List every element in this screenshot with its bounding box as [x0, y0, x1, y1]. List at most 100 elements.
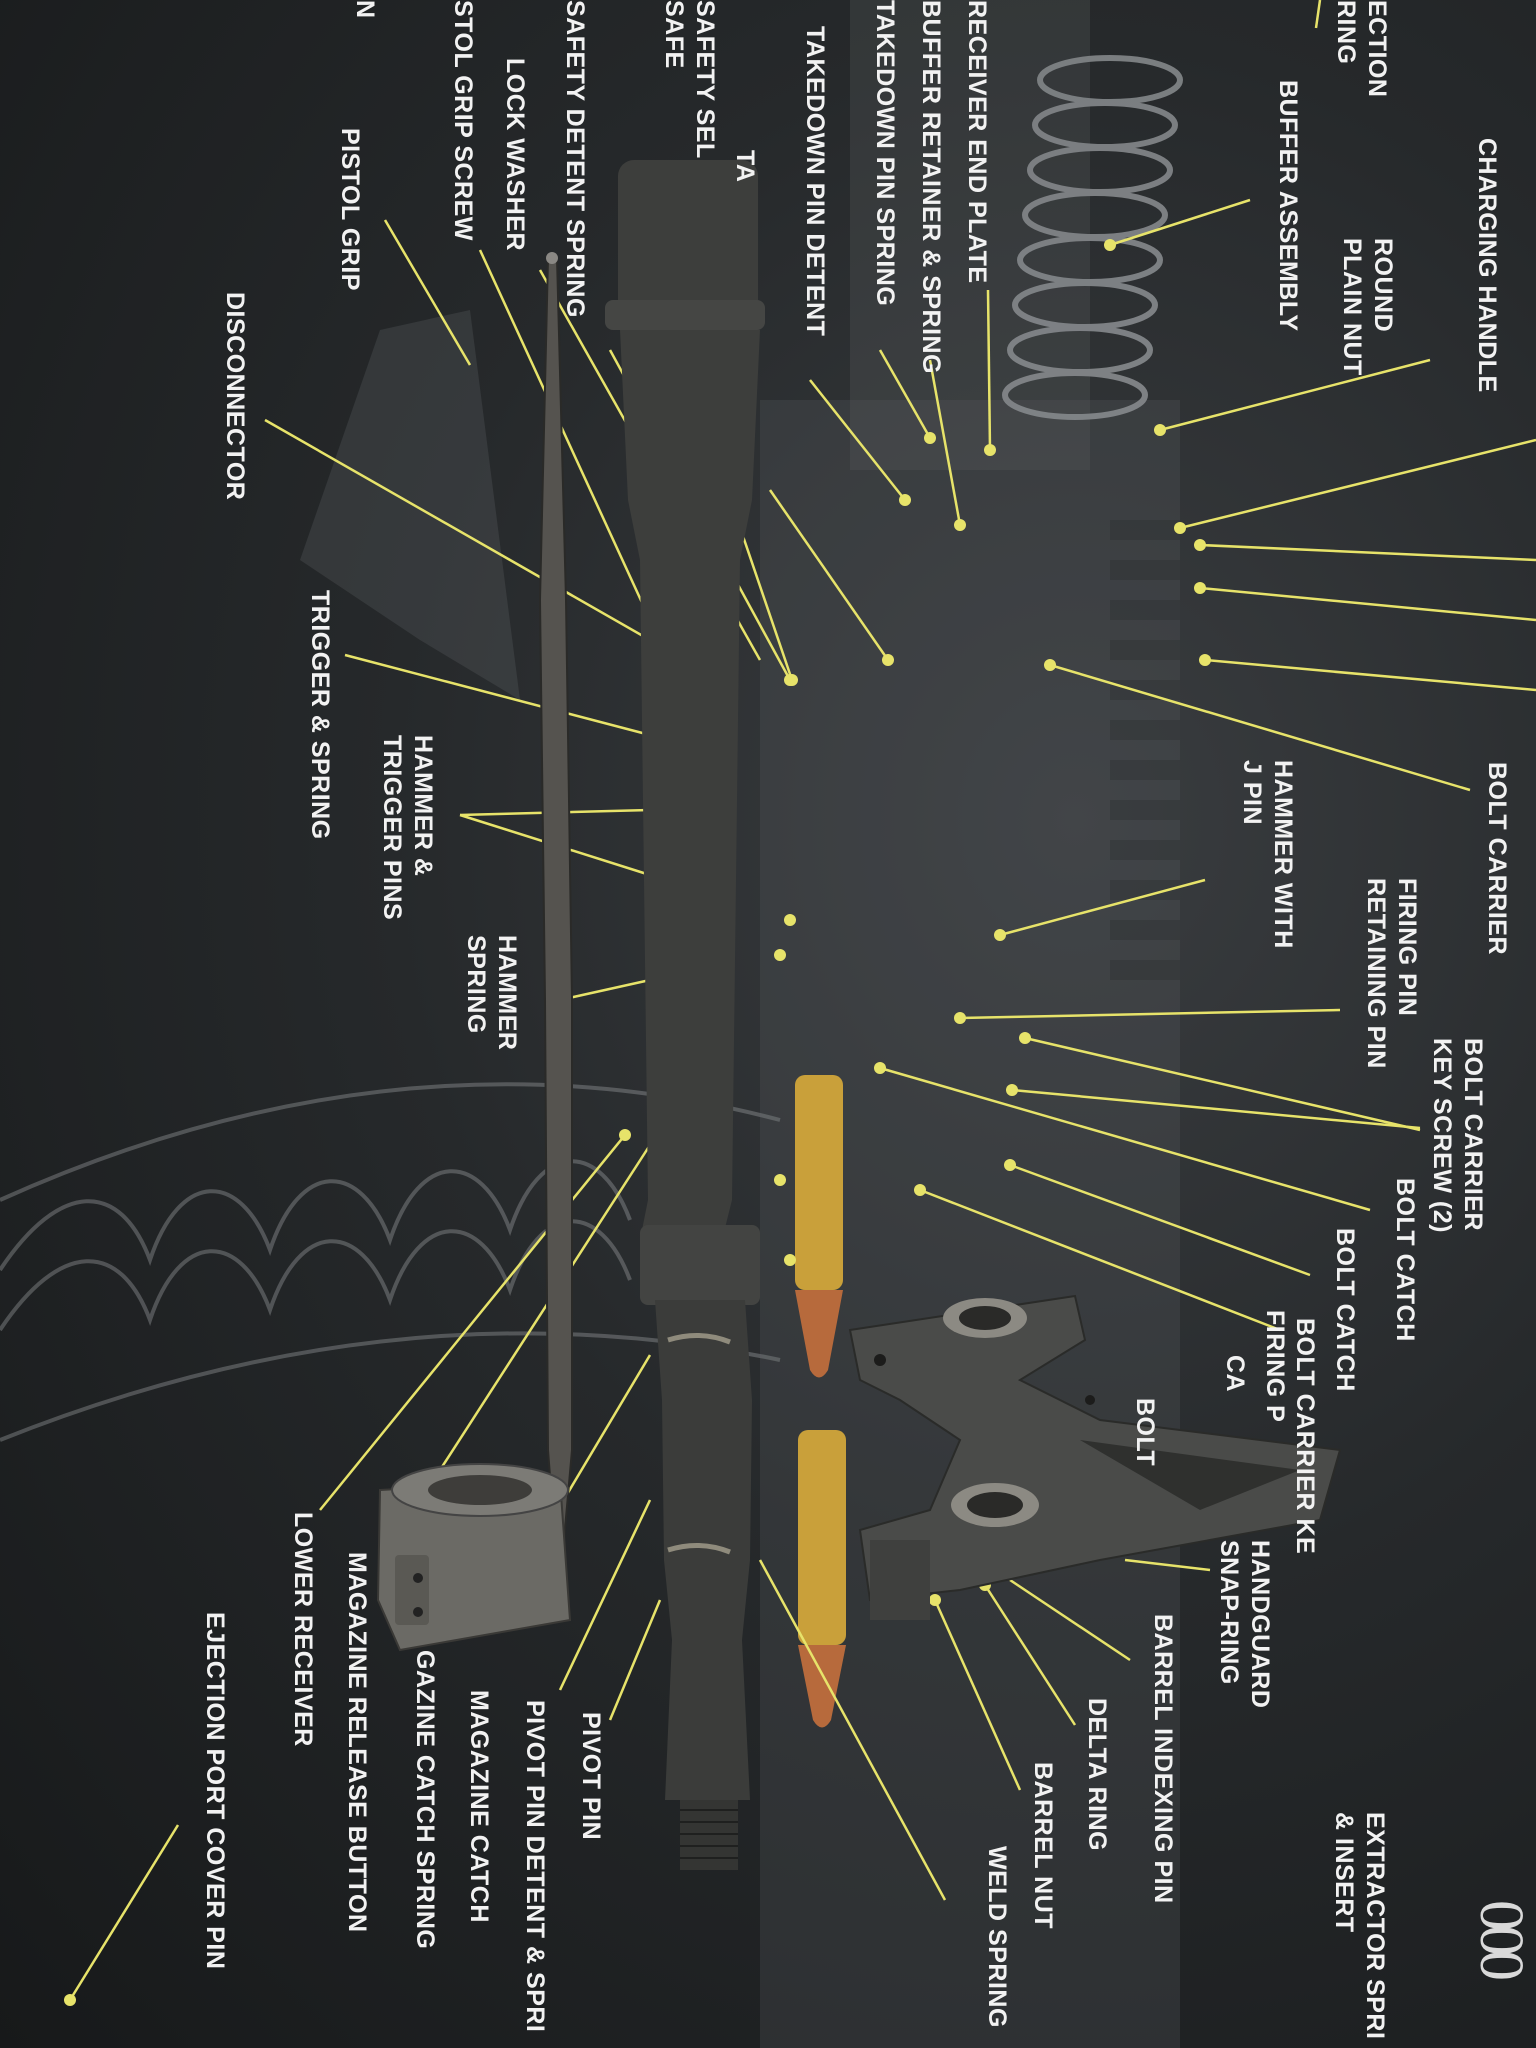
mat-label-line: MAGAZINE RELEASE BUTTON [343, 1552, 371, 1933]
mat-rail [1110, 520, 1180, 980]
mat-label-line: TA [731, 150, 759, 183]
mat-label-line: PISTOL GRIP [336, 128, 364, 291]
mat-label-line: SAFETY SEL [691, 0, 719, 159]
mat-label-line: RETAINING PIN [1362, 878, 1390, 1069]
mat-label-line: GAZINE CATCH SPRING [411, 1650, 439, 1950]
cartridge-1 [795, 1075, 843, 1290]
mat-label-line: BOLT CATCH [1391, 1178, 1419, 1342]
mat-label-line: TAKEDOWN PIN DETENT [801, 26, 829, 337]
mat-signature: 000 [1467, 1900, 1535, 1975]
mat-buffer-tube [850, 0, 1090, 470]
mat-label-weld-spring: WELD SPRING [981, 1846, 1012, 2028]
mat-label-line: WELD SPRING [983, 1846, 1011, 2028]
mat-label-magazine-catch: MAGAZINE CATCH [463, 1690, 494, 1923]
mat-label-line: HAMMER WITH [1269, 760, 1297, 949]
mat-label-line: EXTRACTOR SPRI [1361, 1812, 1389, 2040]
mat-label-line: BOLT CARRIER [1459, 1038, 1487, 1232]
gas-tube [538, 257, 573, 1559]
mat-label-line: MAGAZINE CATCH [465, 1690, 493, 1923]
mat-label-line: J PIN [1238, 760, 1266, 826]
gas-tube-tip [546, 252, 558, 264]
mat-label-line: HAMMER & [409, 735, 437, 877]
mat-label-line: PIVOT PIN DETENT & SPRI [521, 1700, 549, 2033]
mat-label-line: RECEIVER END PLATE [963, 0, 991, 284]
mat-label-pivot-pin-detent: PIVOT PIN DETENT & SPRI [519, 1700, 550, 2032]
bullet-2 [798, 1645, 846, 1728]
mat-label-buffer-assembly: BUFFER ASSEMBLY [1272, 80, 1303, 332]
mat-label-line: BOLT CATCH [1331, 1228, 1359, 1392]
mat-label-line: BOLT CARRIER [1483, 762, 1511, 956]
mat-label-line: LOWER RECEIVER [289, 1512, 317, 1747]
mat-label-ejection-port-cover-pin: EJECTION PORT COVER PIN [199, 1612, 230, 1969]
mat-label-pistol-grip-screw: STOL GRIP SCREW [447, 0, 478, 241]
mat-label-delta-ring: DELTA RING [1081, 1698, 1112, 1851]
mat-label-line: TRIGGER & SPRING [306, 590, 334, 840]
mat-label-mat-n: N [349, 0, 380, 19]
mat-label-line: TAKEDOWN PIN SPRING [871, 0, 899, 307]
mat-label-line: DELTA RING [1083, 1698, 1111, 1852]
mat-label-line: DISCONNECTOR [221, 292, 249, 501]
mat-label-bolt-carrier-key: BOLT CARRIER KE [1289, 1318, 1320, 1554]
mat-label-lock-washer: LOCK WASHER [499, 58, 530, 251]
mat-label-bolt-catch-2: BOLT CATCH [1329, 1228, 1360, 1392]
mat-label-line: SAFE [660, 0, 688, 69]
mat-label-line: BOLT CARRIER KE [1291, 1318, 1319, 1555]
mat-label-line: BUFFER ASSEMBLY [1274, 80, 1302, 332]
mat-label-line: KEY SCREW (2) [1428, 1038, 1456, 1233]
mat-label-cam-pin: CA [1219, 1355, 1250, 1392]
mat-label-line: STOL GRIP SCREW [449, 0, 477, 241]
mat-label-line: SPRING [462, 935, 490, 1034]
mat-label-receiver-end-plate: RECEIVER END PLATE [961, 0, 992, 284]
mat-label-buffer-retainer: BUFFER RETAINER & SPRING [915, 0, 946, 374]
mat-label-hammer-trigger-pins: HAMMER &TRIGGER PINS [376, 735, 438, 920]
leader-lines [68, 0, 1536, 2001]
mat-label-line: SAFETY DETENT SPRING [561, 0, 589, 318]
mat-label-extractor-spring: EXTRACTOR SPRI& INSERT [1328, 1812, 1390, 2039]
mat-label-bolt-carrier: BOLT CARRIER [1481, 762, 1512, 955]
mat-label-line: HAMMER [493, 935, 521, 1051]
mat-label-line: EJECTION PORT COVER PIN [201, 1612, 229, 1970]
mat-label-takedown-partial: TA [729, 150, 760, 182]
mat-label-lower-receiver: LOWER RECEIVER [287, 1512, 318, 1747]
mat-label-line: BUFFER RETAINER & SPRING [917, 0, 945, 375]
mat-label-safety-detent-spring: SAFETY DETENT SPRING [559, 0, 590, 318]
mat-label-disconnector: DISCONNECTOR [219, 292, 250, 500]
mat-label-takedown-pin-detent: TAKEDOWN PIN DETENT [799, 26, 830, 336]
mat-label-line: BARREL NUT [1029, 1762, 1057, 1930]
mat-label-line: LOCK WASHER [501, 58, 529, 251]
cartridges [795, 1075, 846, 1728]
mat-label-line: FIRING P [1261, 1310, 1289, 1423]
mat-label-line: FIRING PIN [1393, 878, 1421, 1017]
mat-label-charging-handle: CHARGING HANDLE [1471, 138, 1502, 393]
mat-label-line: PLAIN NUT [1338, 238, 1366, 376]
mat-label-line: RING [1332, 0, 1360, 65]
mat-label-bolt: BOLT [1129, 1398, 1160, 1466]
mat-label-takedown-pin-spring: TAKEDOWN PIN SPRING [869, 0, 900, 306]
mat-label-pistol-grip: PISTOL GRIP [334, 128, 365, 291]
mat-pistol-grip [300, 310, 520, 700]
mat-label-line: & INSERT [1330, 1812, 1358, 1933]
mat-label-line: TRIGGER PINS [378, 735, 406, 921]
mat-label-line: CA [1221, 1355, 1249, 1393]
front-sight-base [848, 1294, 1342, 1620]
mat-label-magazine-release: MAGAZINE RELEASE BUTTON [341, 1552, 372, 1933]
mat-label-line: BOLT [1131, 1398, 1159, 1467]
mat-label-line: ROUND [1369, 238, 1397, 333]
mat-label-firing-pin: FIRING P [1259, 1310, 1290, 1422]
cartridge-2 [798, 1430, 846, 1645]
mat-label-line: N [351, 0, 379, 19]
mat-label-barrel-nut: BARREL NUT [1027, 1762, 1058, 1929]
bullet-1 [795, 1290, 843, 1378]
mat-label-bolt-catch-1: BOLT CATCH [1389, 1178, 1420, 1342]
mat-label-magazine-catch-spring: GAZINE CATCH SPRING [409, 1650, 440, 1949]
leader-dots [64, 239, 1211, 2006]
